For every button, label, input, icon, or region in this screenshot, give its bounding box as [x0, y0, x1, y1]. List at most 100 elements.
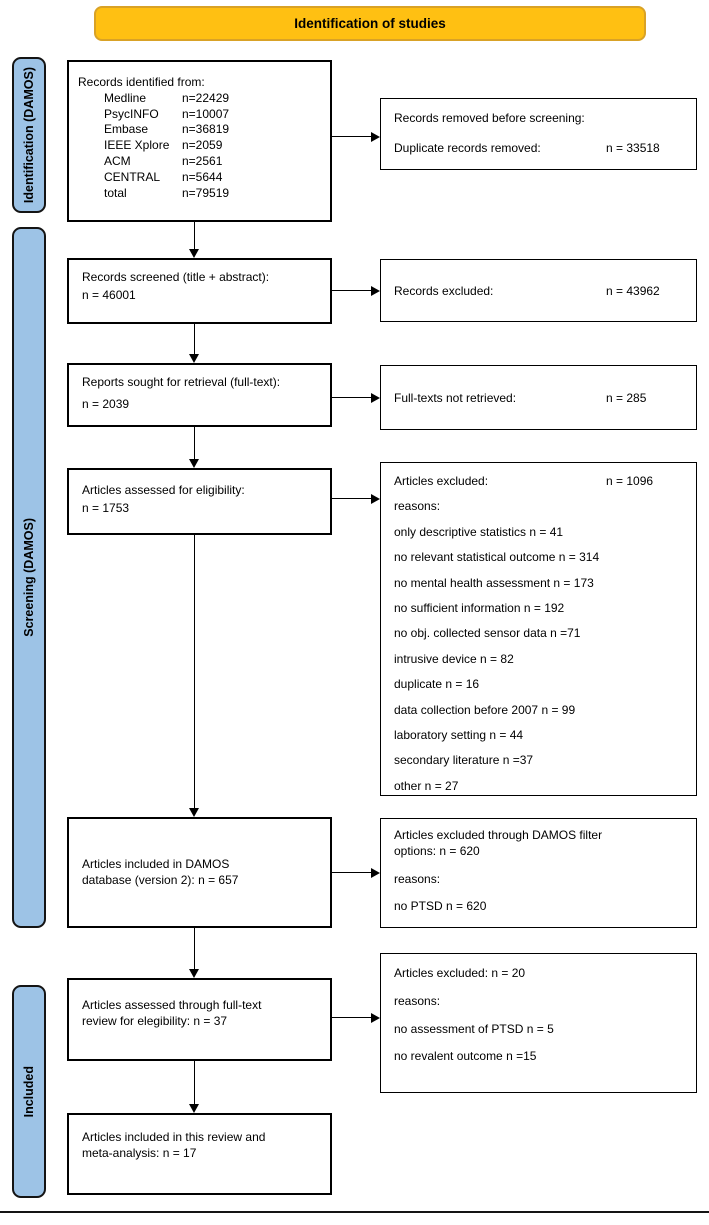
- source-row: CENTRAL n=5644: [104, 170, 324, 186]
- source-name: IEEE Xplore: [104, 138, 170, 153]
- eligibility-line1: Articles assessed for eligibility:: [82, 483, 245, 497]
- arrow-retrieval-to-eligibility: [194, 427, 195, 460]
- fulltext-review-line1: Articles assessed through full-text: [82, 998, 262, 1012]
- not-retrieved-label: Full-texts not retrieved:: [394, 391, 517, 405]
- arrow-damos-to-review: [194, 928, 195, 970]
- bottom-divider: [0, 1211, 709, 1213]
- damos-excluded-line2: options: n = 620: [394, 843, 480, 858]
- excluded-eligibility-value: n = 1096: [606, 474, 654, 488]
- stage-screening-label: Screening (DAMOS): [22, 518, 36, 637]
- arrow-to-records-excluded: [332, 290, 371, 291]
- included-final-line2: meta-analysis: n = 17: [82, 1145, 197, 1160]
- source-row: Medline n=22429: [104, 91, 324, 107]
- exclusion-reason: no PTSD n = 620: [394, 899, 487, 914]
- banner-label: Identification of studies: [294, 16, 446, 31]
- box-records-excluded: Records excluded: n = 43962: [380, 259, 697, 322]
- damos-excluded-line1: Articles excluded through DAMOS filter: [394, 828, 603, 842]
- arrowhead-right-icon: [371, 868, 380, 878]
- source-count: n=5644: [182, 169, 223, 184]
- source-name: Medline: [104, 90, 147, 105]
- arrowhead-right-icon: [371, 393, 380, 403]
- fulltext-review-line2: review for elegibility: n = 37: [82, 1013, 228, 1028]
- records-excluded-label: Records excluded:: [394, 284, 494, 298]
- arrow-identified-to-screened: [194, 222, 195, 250]
- exclusion-reason: other n = 27: [394, 778, 459, 793]
- arrow-to-excluded-eligibility: [332, 498, 371, 499]
- box-damos-excluded: Articles excluded through DAMOS filter o…: [380, 818, 697, 928]
- arrowhead-right-icon: [371, 132, 380, 142]
- source-row: ACM n=2561: [104, 154, 324, 170]
- source-name: ACM: [104, 154, 131, 169]
- arrow-to-excluded-review: [332, 1017, 371, 1018]
- box-reports-sought: Reports sought for retrieval (full-text)…: [67, 363, 332, 427]
- damos-excluded-reasons-label: reasons:: [394, 871, 441, 886]
- exclusion-reason: no sufficient information n = 192: [394, 600, 565, 615]
- records-identified-title: Records identified from:: [78, 75, 205, 89]
- stage-screening-damos: Screening (DAMOS): [12, 227, 46, 928]
- excluded-review-line1: Articles excluded: n = 20: [394, 966, 526, 980]
- source-count: n=36819: [182, 122, 230, 137]
- box-articles-assessed-eligibility: Articles assessed for eligibility: n = 1…: [67, 468, 332, 535]
- retrieval-line1: Reports sought for retrieval (full-text)…: [82, 375, 281, 389]
- stage-included: Included: [12, 985, 46, 1198]
- source-count: n=22429: [182, 90, 230, 105]
- source-count: n=79519: [182, 185, 230, 200]
- box-damos-included: Articles included in DAMOS database (ver…: [67, 817, 332, 928]
- records-excluded-value: n = 43962: [606, 284, 660, 298]
- damos-included-line1: Articles included in DAMOS: [82, 856, 230, 871]
- removed-line2-label: Duplicate records removed:: [394, 140, 541, 155]
- arrowhead-right-icon: [371, 494, 380, 504]
- eligibility-line2: n = 1753: [82, 500, 130, 515]
- arrow-screened-to-retrieval: [194, 324, 195, 355]
- stage-identification-damos: Identification (DAMOS): [12, 57, 46, 213]
- box-fulltext-review: Articles assessed through full-text revi…: [67, 978, 332, 1061]
- excluded-review-reasons-label: reasons:: [394, 993, 441, 1008]
- box-records-identified: Records identified from: Medline n=22429…: [67, 60, 332, 222]
- source-row: PsycINFO n=10007: [104, 107, 324, 123]
- exclusion-reason: only descriptive statistics n = 41: [394, 524, 564, 539]
- included-final-line1: Articles included in this review and: [82, 1130, 266, 1144]
- box-articles-excluded-eligibility: Articles excluded: n = 1096 reasons: onl…: [380, 462, 697, 796]
- source-name: PsycINFO: [104, 106, 159, 121]
- source-count: n=2059: [182, 138, 223, 153]
- exclusion-reason: no revalent outcome n =15: [394, 1049, 537, 1064]
- stage-identification-label: Identification (DAMOS): [22, 66, 36, 204]
- exclusion-reason: data collection before 2007 n = 99: [394, 702, 576, 717]
- exclusion-reason: no obj. collected sensor data n =71: [394, 626, 581, 641]
- source-name: Embase: [104, 122, 149, 137]
- source-count: n=2561: [182, 154, 223, 169]
- arrowhead-down-icon: [189, 1104, 199, 1113]
- stage-included-label: Included: [22, 1065, 36, 1118]
- box-records-screened: Records screened (title + abstract): n =…: [67, 258, 332, 324]
- box-excluded-review: Articles excluded: n = 20 reasons: no as…: [380, 953, 697, 1093]
- box-records-removed-before-screening: Records removed before screening: Duplic…: [380, 98, 697, 170]
- exclusion-reason: intrusive device n = 82: [394, 651, 514, 666]
- arrowhead-down-icon: [189, 808, 199, 817]
- arrow-to-damos-excluded: [332, 872, 371, 873]
- exclusion-reason: no mental health assessment n = 173: [394, 575, 594, 590]
- arrowhead-right-icon: [371, 1013, 380, 1023]
- exclusion-reason: no assessment of PTSD n = 5: [394, 1021, 554, 1036]
- exclusion-reason: secondary literature n =37: [394, 753, 534, 768]
- arrow-to-removed: [332, 136, 371, 137]
- arrowhead-down-icon: [189, 249, 199, 258]
- arrowhead-down-icon: [189, 969, 199, 978]
- not-retrieved-value: n = 285: [606, 391, 647, 405]
- source-row: total n=79519: [104, 186, 324, 202]
- exclusion-reason: duplicate n = 16: [394, 677, 480, 692]
- exclusion-reason: laboratory setting n = 44: [394, 727, 524, 742]
- arrowhead-down-icon: [189, 459, 199, 468]
- arrowhead-down-icon: [189, 354, 199, 363]
- removed-line2-value: n = 33518: [606, 140, 660, 155]
- exclusion-reason: no relevant statistical outcome n = 314: [394, 550, 600, 565]
- arrow-to-not-retrieved: [332, 397, 371, 398]
- box-fulltexts-not-retrieved: Full-texts not retrieved: n = 285: [380, 365, 697, 430]
- arrow-eligibility-to-damos: [194, 535, 195, 809]
- banner-identification-of-studies: Identification of studies: [94, 6, 646, 41]
- damos-included-line2: database (version 2): n = 657: [82, 872, 239, 887]
- source-count: n=10007: [182, 106, 230, 121]
- screened-line2: n = 46001: [82, 287, 136, 302]
- source-name: CENTRAL: [104, 169, 161, 184]
- removed-line1: Records removed before screening:: [394, 111, 585, 125]
- screened-line1: Records screened (title + abstract):: [82, 270, 270, 284]
